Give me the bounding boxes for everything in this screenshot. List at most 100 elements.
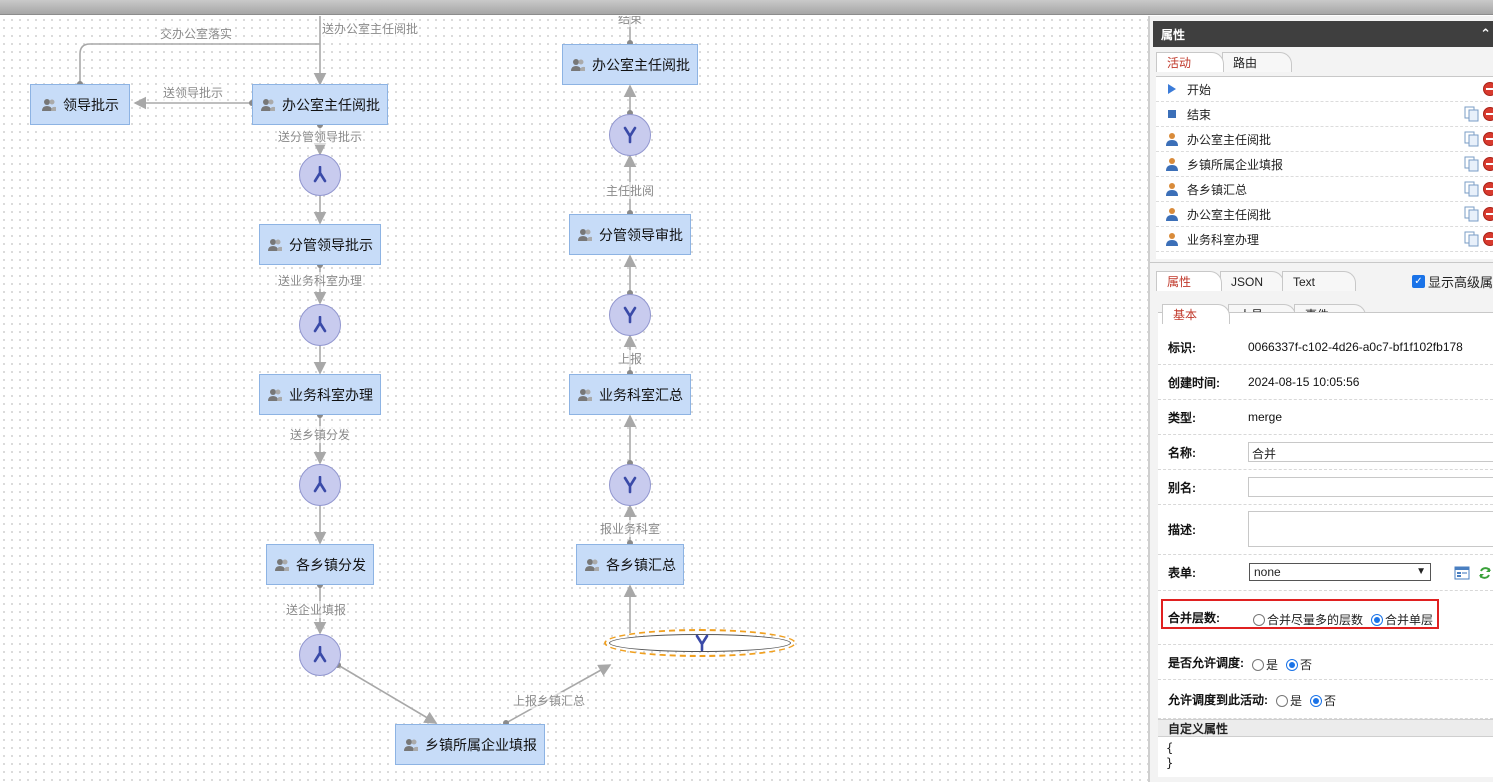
user-group-icon <box>261 98 275 111</box>
task-node-deputy-review[interactable]: 分管领导审批 <box>569 214 691 255</box>
row-alias: 别名: <box>1158 470 1493 505</box>
schedule-no-radio[interactable]: 否 <box>1286 656 1312 673</box>
row-created: 创建时间: 2024-08-15 10:05:56 <box>1158 365 1493 400</box>
list-item-label: 办公室主任阅批 <box>1187 207 1272 222</box>
delete-icon[interactable] <box>1483 132 1493 146</box>
split-gateway[interactable] <box>299 154 341 196</box>
tab-routes[interactable]: 路由 <box>1222 52 1292 72</box>
refresh-icon[interactable] <box>1478 566 1492 580</box>
split-gateway[interactable] <box>299 464 341 506</box>
delete-icon[interactable] <box>1483 182 1493 196</box>
user-group-icon <box>42 98 56 111</box>
show-advanced-label: 显示高级属 <box>1428 275 1493 290</box>
form-select[interactable]: none ▼ <box>1249 563 1431 581</box>
node-label: 各乡镇分发 <box>296 556 366 573</box>
task-node-enterprise[interactable]: 乡镇所属企业填报 <box>395 724 545 765</box>
radio-off-icon <box>1252 658 1264 671</box>
radio-on-icon <box>1286 658 1299 671</box>
task-node-leader[interactable]: 领导批示 <box>30 84 130 125</box>
node-label: 办公室主任阅批 <box>592 56 690 73</box>
highlight-box <box>1161 599 1439 629</box>
node-label: 业务科室办理 <box>289 386 373 403</box>
name-input[interactable]: 合并 <box>1248 442 1493 462</box>
workflow-canvas[interactable]: 交办公室落实 送办公室主任阅批 送领导批示 送分管领导批示 送业务科室办理 送乡… <box>0 16 1148 782</box>
id-value: 0066337f-c102-4d26-a0c7-bf1f102fb178 <box>1248 340 1463 354</box>
split-icon <box>313 166 327 183</box>
task-node-towns[interactable]: 各乡镇分发 <box>266 544 374 585</box>
tab-properties[interactable]: 属性 <box>1156 271 1222 291</box>
list-item-activity[interactable]: 乡镇所属企业填报 <box>1156 152 1493 177</box>
list-item-activity[interactable]: 办公室主任阅批 <box>1156 202 1493 227</box>
list-item-label: 办公室主任阅批 <box>1187 132 1272 147</box>
panel-splitter[interactable] <box>1148 16 1150 782</box>
radio-on-icon <box>1371 613 1384 626</box>
edge-label-to-bizdept: 送业务科室办理 <box>278 272 363 289</box>
field-label: 名称: <box>1168 445 1196 460</box>
user-group-icon <box>571 58 585 71</box>
list-item-label: 业务科室办理 <box>1187 232 1260 247</box>
collapse-icon[interactable]: ⌃ <box>1480 26 1491 41</box>
radio-label: 否 <box>1324 694 1337 708</box>
task-node-bizdept[interactable]: 业务科室办理 <box>259 374 381 415</box>
start-arrow-icon <box>1164 81 1180 97</box>
edge-label-report-bizdept: 报业务科室 <box>600 520 661 537</box>
tab-activities[interactable]: 活动 <box>1156 52 1224 72</box>
tab-json[interactable]: JSON <box>1220 271 1284 291</box>
delete-icon[interactable] <box>1483 82 1493 96</box>
tab-basic[interactable]: 基本 <box>1162 304 1230 324</box>
description-textarea[interactable] <box>1248 511 1493 547</box>
task-node-office-director-2[interactable]: 办公室主任阅批 <box>562 44 698 85</box>
copy-icon[interactable] <box>1464 231 1479 247</box>
copy-icon[interactable] <box>1464 131 1479 147</box>
delete-icon[interactable] <box>1483 107 1493 121</box>
list-item-start[interactable]: 开始 <box>1156 77 1493 102</box>
schedule-to-no-radio[interactable]: 否 <box>1310 692 1336 709</box>
list-item-label: 乡镇所属企业填报 <box>1187 157 1284 172</box>
radio-off-icon <box>1253 613 1265 626</box>
copy-icon[interactable] <box>1464 106 1479 122</box>
merge-gateway[interactable] <box>609 464 651 506</box>
task-node-deputy[interactable]: 分管领导批示 <box>259 224 381 265</box>
list-item-label: 各乡镇汇总 <box>1187 182 1248 197</box>
merge-gateway[interactable] <box>609 294 651 336</box>
schedule-to-yes-radio[interactable]: 是 <box>1276 692 1302 709</box>
list-item-activity[interactable]: 业务科室办理 <box>1156 227 1493 252</box>
row-merge-levels: 合并层数: 合并尽量多的层数 合并单层 <box>1158 591 1493 645</box>
row-allow-schedule: 是否允许调度: 是 否 <box>1158 645 1493 680</box>
user-group-icon <box>404 738 418 751</box>
split-gateway[interactable] <box>299 304 341 346</box>
copy-icon[interactable] <box>1464 156 1479 172</box>
merge-single-radio[interactable]: 合并单层 <box>1371 611 1433 628</box>
task-node-office-director-1[interactable]: 办公室主任阅批 <box>252 84 388 125</box>
custom-properties-header[interactable]: 自定义属性 <box>1158 719 1493 737</box>
tab-text[interactable]: Text <box>1282 271 1356 291</box>
user-group-icon <box>275 558 289 571</box>
schedule-yes-radio[interactable]: 是 <box>1252 656 1278 673</box>
merge-max-radio[interactable]: 合并尽量多的层数 <box>1253 611 1363 628</box>
list-item-end[interactable]: 结束 <box>1156 102 1493 127</box>
alias-input[interactable] <box>1248 477 1493 497</box>
delete-icon[interactable] <box>1483 157 1493 171</box>
edge-label-to-office-director: 送办公室主任阅批 <box>322 20 419 37</box>
custom-properties-editor[interactable]: { } <box>1166 741 1174 770</box>
form-design-icon[interactable] <box>1454 566 1470 580</box>
copy-icon[interactable] <box>1464 181 1479 197</box>
split-gateway[interactable] <box>299 634 341 676</box>
copy-icon[interactable] <box>1464 206 1479 222</box>
merge-gateway-selected[interactable] <box>604 629 796 657</box>
radio-label: 合并尽量多的层数 <box>1267 613 1364 627</box>
form-select-value: none <box>1254 565 1281 579</box>
list-item-label: 开始 <box>1187 82 1212 97</box>
row-description: 描述: <box>1158 505 1493 555</box>
field-label: 创建时间: <box>1168 375 1220 390</box>
merge-gateway[interactable] <box>609 114 651 156</box>
user-icon <box>1164 156 1180 172</box>
task-node-bizdept-summary[interactable]: 业务科室汇总 <box>569 374 691 415</box>
delete-icon[interactable] <box>1483 207 1493 221</box>
list-item-activity[interactable]: 办公室主任阅批 <box>1156 127 1493 152</box>
show-advanced-checkbox[interactable]: ✓ 显示高级属 <box>1412 272 1493 291</box>
type-value: merge <box>1248 410 1283 424</box>
delete-icon[interactable] <box>1483 232 1493 246</box>
task-node-town-summary[interactable]: 各乡镇汇总 <box>576 544 684 585</box>
list-item-activity[interactable]: 各乡镇汇总 <box>1156 177 1493 202</box>
